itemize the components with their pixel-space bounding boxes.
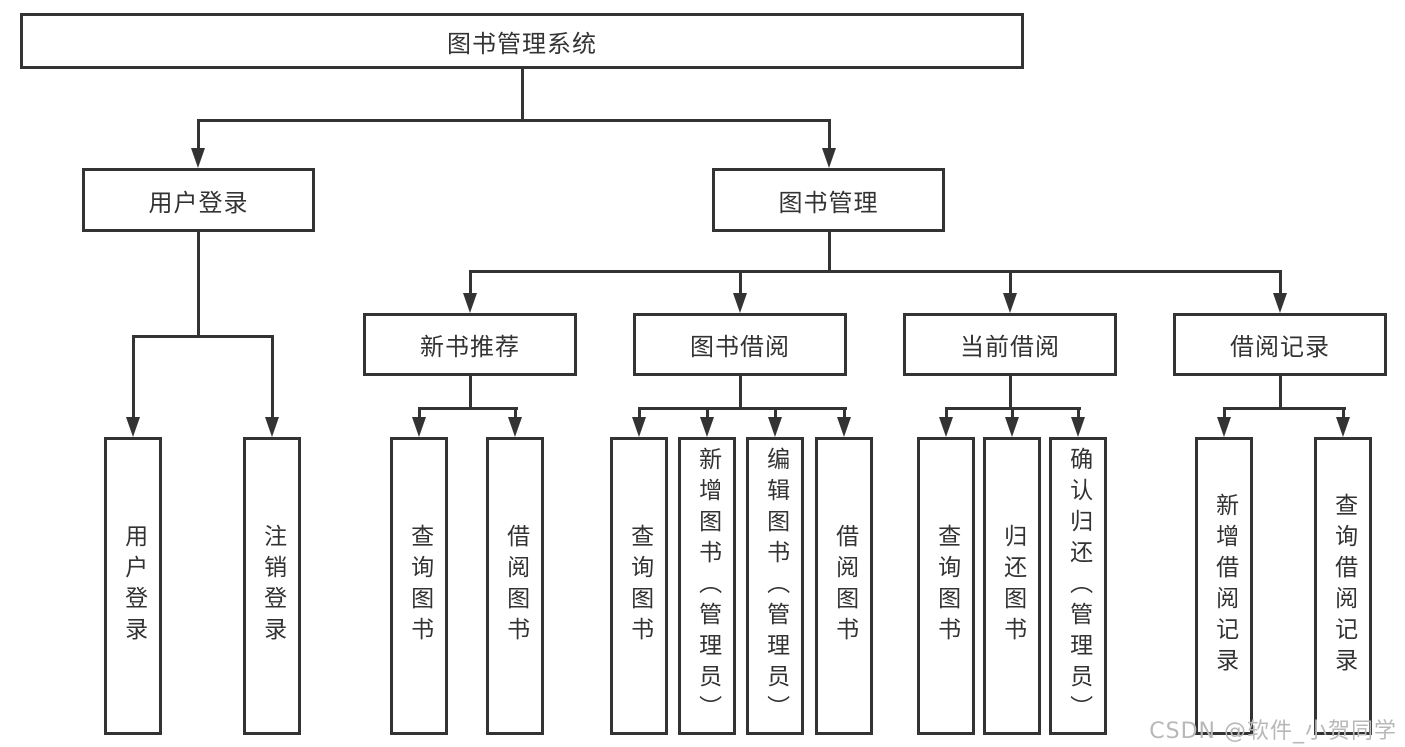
arrow-down-icon [412,417,426,437]
connector-line [1223,407,1346,410]
arrow-down-icon [1336,417,1350,437]
node-borrowing-records-label: 借阅记录 [1230,333,1330,361]
connector-line [132,335,274,338]
connector-line [638,408,641,418]
leaf-query-books-recommend-label: 查询图书 [406,524,433,648]
node-borrowing-records: 借阅记录 [1173,313,1387,376]
leaf-return-books-label: 归还图书 [999,524,1026,648]
leaf-user-login: 用户登录 [104,437,162,735]
arrow-down-icon [1217,417,1231,437]
arrow-down-icon [463,293,477,313]
leaf-confirm-return-admin-label: 确认归还（管理员） [1065,446,1092,726]
node-book-management-label: 图书管理 [778,188,879,217]
connector-line [1342,408,1345,418]
connector-line [1279,271,1282,294]
arrow-down-icon [1005,417,1019,437]
arrow-down-icon [700,417,714,437]
arrow-down-icon [837,417,851,437]
leaf-borrow-books-recommend-label: 借阅图书 [502,524,529,648]
arrow-down-icon [1071,417,1085,437]
arrow-down-icon [822,148,836,168]
node-book-management: 图书管理 [712,168,945,232]
leaf-query-books-borrow: 查询图书 [610,437,668,735]
connector-line [1077,408,1080,418]
arrow-down-icon [768,417,782,437]
arrow-down-icon [1273,293,1287,313]
connector-line [828,120,831,149]
connector-line [418,408,421,418]
leaf-add-borrow-record: 新增借阅记录 [1195,437,1253,735]
leaf-borrow-books: 借阅图书 [815,437,873,735]
node-current-borrowing: 当前借阅 [903,313,1117,376]
leaf-borrow-books-label: 借阅图书 [831,524,858,648]
node-user-login: 用户登录 [82,168,315,232]
arrow-down-icon [191,148,205,168]
node-book-borrowing-label: 图书借阅 [690,333,790,361]
leaf-query-books-borrow-label: 查询图书 [626,524,653,648]
leaf-query-borrow-record-label: 查询借阅记录 [1330,493,1357,679]
arrow-down-icon [733,293,747,313]
connector-line [1009,376,1012,408]
arrow-down-icon [265,417,279,437]
node-book-borrowing: 图书借阅 [633,313,847,376]
connector-line [132,336,135,418]
connector-line [706,408,709,418]
node-root-label: 图书管理系统 [447,29,597,58]
arrow-down-icon [939,417,953,437]
leaf-logout: 注销登录 [243,437,301,735]
connector-line [521,68,524,120]
connector-line [1011,408,1014,418]
leaf-add-borrow-record-label: 新增借阅记录 [1211,493,1238,679]
node-current-borrowing-label: 当前借阅 [960,333,1060,361]
watermark: CSDN @软件_小贺同学 [1149,719,1397,744]
connector-line [469,271,472,294]
arrow-down-icon [1003,293,1017,313]
connector-line [197,120,200,149]
connector-line [418,407,518,410]
leaf-edit-books-admin-label: 编辑图书（管理员） [762,446,789,726]
leaf-query-borrow-record: 查询借阅记录 [1314,437,1372,735]
connector-line [739,271,742,294]
leaf-confirm-return-admin: 确认归还（管理员） [1049,437,1107,735]
connector-line [197,119,831,122]
node-new-book-recommendation: 新书推荐 [363,313,577,376]
connector-line [1279,376,1282,408]
leaf-logout-label: 注销登录 [259,524,286,648]
connector-line [271,336,274,418]
leaf-return-books: 归还图书 [983,437,1041,735]
connector-line [638,407,847,410]
connector-line [739,376,742,408]
arrow-down-icon [632,417,646,437]
leaf-add-books-admin: 新增图书（管理员） [678,437,736,735]
arrow-down-icon [508,417,522,437]
node-new-book-recommendation-label: 新书推荐 [420,333,520,361]
connector-line [843,408,846,418]
connector-line [945,408,948,418]
connector-line [774,408,777,418]
connector-line [1223,408,1226,418]
leaf-borrow-books-recommend: 借阅图书 [486,437,544,735]
leaf-query-books-recommend: 查询图书 [390,437,448,735]
leaf-add-books-admin-label: 新增图书（管理员） [694,446,721,726]
leaf-query-books-current-label: 查询图书 [933,524,960,648]
connector-line [469,270,1282,273]
leaf-query-books-current: 查询图书 [917,437,975,735]
leaf-user-login-label: 用户登录 [120,524,147,648]
connector-line [469,376,472,408]
leaf-edit-books-admin: 编辑图书（管理员） [746,437,804,735]
arrow-down-icon [126,417,140,437]
connector-line [197,232,200,336]
connector-line [828,232,831,271]
connector-line [514,408,517,418]
node-user-login-label: 用户登录 [148,188,249,217]
connector-line [1009,271,1012,294]
node-root: 图书管理系统 [20,13,1024,69]
